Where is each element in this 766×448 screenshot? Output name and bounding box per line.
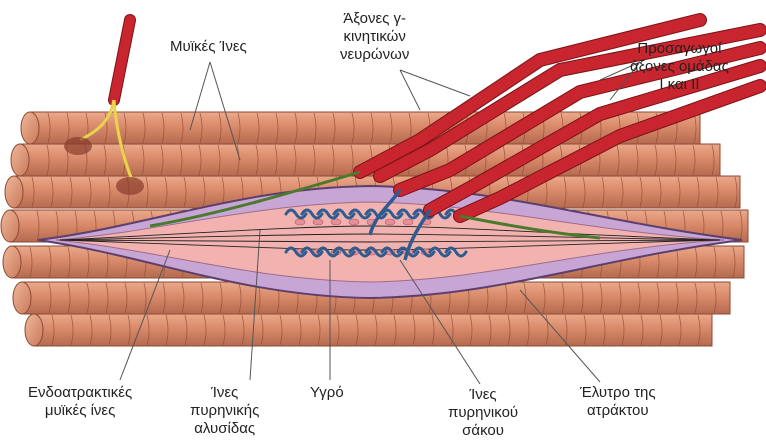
muscle-fiber-row [25,314,712,346]
fiber-end-cap [11,144,29,176]
muscle-fiber [34,314,712,346]
label-nuclear-bag-fibers: Ίνες πυρηνικού σάκου [448,386,518,440]
label-gamma-motor-axons: Άξονες γ- κινητικών νευρώνων [340,10,409,64]
nucleus [385,219,395,225]
fiber-end-cap [5,176,23,208]
nucleus [313,219,323,225]
label-intrafusal-fibers: Ενδοατρακτικές μυϊκές ίνες [28,384,132,420]
label-nuclear-chain-fibers: Ίνες πυρηνικής αλυσίδας [190,384,259,438]
label-fluid: Υγρό [310,384,344,402]
nucleus [403,219,413,225]
nucleus [295,219,305,225]
fiber-end-cap [3,246,21,278]
label-spindle-capsule: Έλυτρο της ατράκτου [580,384,656,420]
fiber-end-cap [25,314,43,346]
motor-end-plate [116,177,144,195]
label-muscle-fibers: Μυϊκές Ίνες [170,38,247,56]
nucleus [349,219,359,225]
fiber-end-cap [1,210,19,242]
fiber-end-cap [21,112,39,144]
fiber-end-cap [13,282,31,314]
label-afferent-axons: Προσαγωγοί άξονες ομάδας Ι και ΙΙ [630,40,729,94]
nucleus [331,219,341,225]
motor-end-plate [64,137,92,155]
